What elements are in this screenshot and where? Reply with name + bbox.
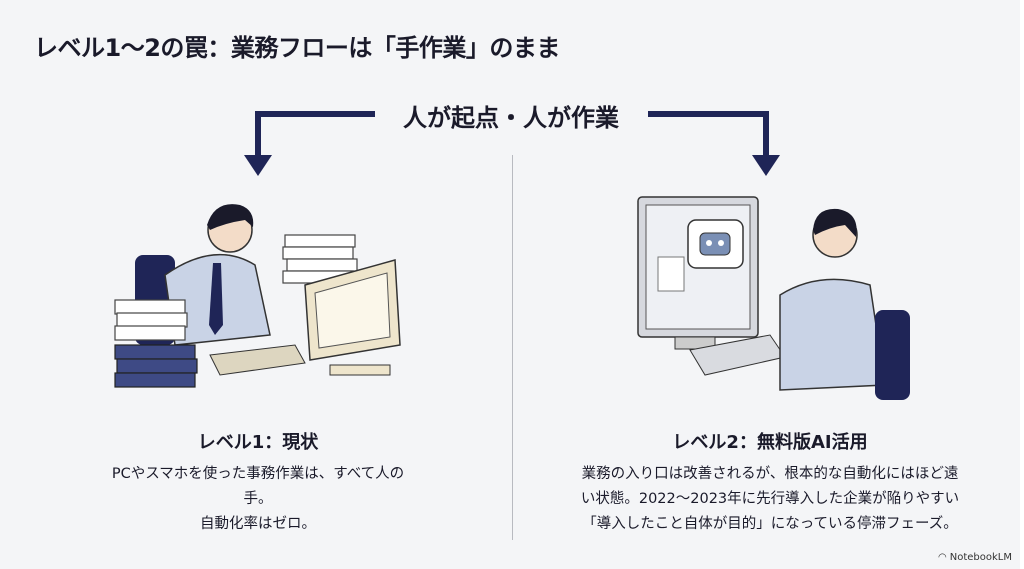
brand-label: NotebookLM bbox=[949, 552, 1012, 563]
binder-stack-icon bbox=[114, 344, 198, 388]
ai-user-illustration bbox=[637, 196, 910, 400]
chair bbox=[875, 310, 910, 400]
worker-hair bbox=[207, 204, 254, 230]
monitor-icon bbox=[304, 259, 401, 376]
robot-chat-icon bbox=[687, 219, 744, 269]
right-edge bbox=[1020, 0, 1024, 569]
right-arrow-head bbox=[752, 155, 780, 176]
user-hair bbox=[813, 208, 857, 237]
flow-label: 人が起点・人が作業 bbox=[403, 104, 619, 132]
user-body bbox=[779, 278, 886, 391]
flow-arrows bbox=[244, 111, 780, 176]
right-arrow-line bbox=[648, 111, 769, 160]
level2-line: 業務の入り口は改善されるが、根本的な自動化にはほど遠 bbox=[581, 466, 959, 482]
slide-title: レベル1〜2の罠：業務フローは「手作業」のまま bbox=[34, 34, 560, 62]
level1-line: PCやスマホを使った事務作業は、すべて人の手。 bbox=[111, 466, 405, 507]
level1-line: 自動化率はゼロ。 bbox=[200, 516, 316, 532]
level1-heading: レベル1：現状 bbox=[197, 432, 319, 453]
level2-section: レベル2：無料版AI活用 業務の入り口は改善されるが、根本的な自動化にはほど遠 … bbox=[530, 428, 1010, 537]
notebooklm-watermark: ◠ NotebookLM bbox=[938, 552, 1012, 563]
level2-line: 「導入したこと自体が目的」になっている停滞フェーズ。 bbox=[582, 516, 958, 532]
keyboard-icon bbox=[209, 344, 306, 376]
left-arrow-line bbox=[255, 111, 375, 160]
level2-heading: レベル2：無料版AI活用 bbox=[672, 432, 868, 453]
notebooklm-logo-icon: ◠ bbox=[938, 552, 947, 563]
level1-section: レベル1：現状 PCやスマホを使った事務作業は、すべて人の手。 自動化率はゼロ。 bbox=[108, 428, 408, 537]
paper-stack-icon bbox=[114, 234, 358, 341]
divider bbox=[512, 155, 513, 540]
tie bbox=[209, 263, 223, 335]
level2-line: い状態。2022〜2023年に先行導入した企業が陥りやすい bbox=[580, 491, 960, 507]
overworked-worker-illustration bbox=[114, 204, 401, 388]
left-arrow-head bbox=[244, 155, 272, 176]
